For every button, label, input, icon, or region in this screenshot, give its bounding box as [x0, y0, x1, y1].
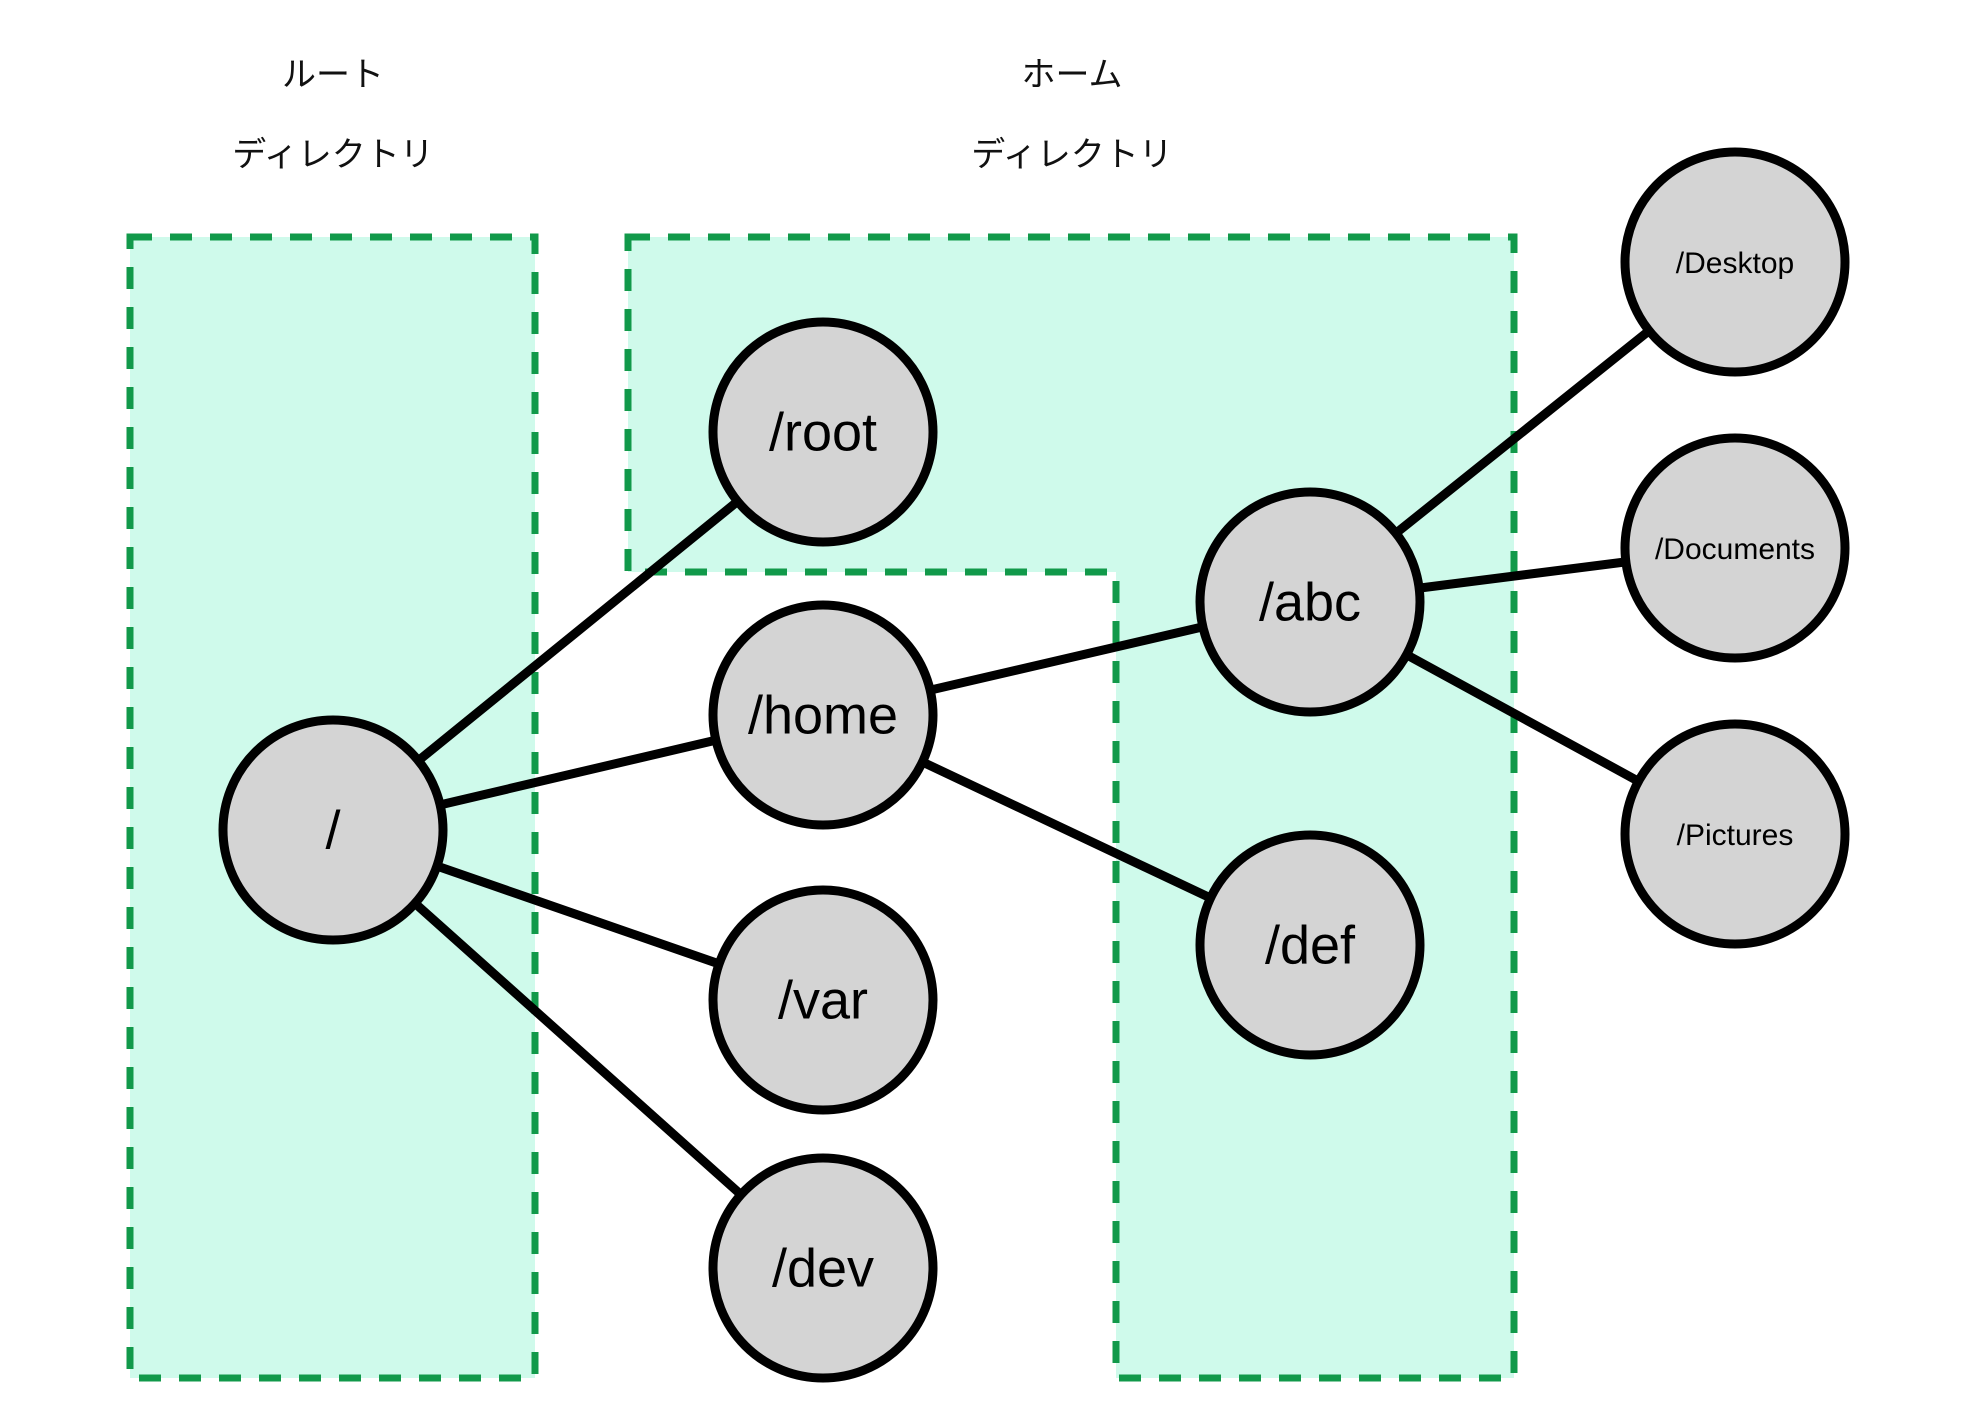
node-root[interactable]: / — [218, 715, 448, 945]
node-rootdir-label: /root — [769, 402, 877, 462]
node-def-label: /def — [1265, 915, 1356, 975]
node-root-circle[interactable] — [218, 715, 448, 945]
node-dev[interactable]: /dev — [708, 1153, 938, 1383]
node-pictures-label: /Pictures — [1677, 819, 1794, 852]
node-pictures[interactable]: /Pictures — [1620, 719, 1850, 949]
region-captions-layer: ルート ディレクトリ ホーム ディレクトリ — [232, 55, 1173, 175]
home-region-caption-line2: ディレクトリ — [971, 135, 1173, 175]
node-def[interactable]: /def — [1195, 830, 1425, 1060]
node-abc-circle[interactable] — [1195, 487, 1425, 717]
node-def-circle[interactable] — [1195, 830, 1425, 1060]
node-root-label: / — [325, 800, 340, 860]
node-desktop[interactable]: /Desktop — [1620, 147, 1850, 377]
node-desktop-label: /Desktop — [1676, 247, 1794, 280]
node-rootdir[interactable]: /root — [708, 317, 938, 547]
node-dev-label: /dev — [772, 1238, 874, 1298]
node-pictures-circle[interactable] — [1620, 719, 1850, 949]
node-home[interactable]: /home — [708, 600, 938, 830]
node-documents-circle[interactable] — [1620, 433, 1850, 663]
root-region-caption-line2: ディレクトリ — [232, 135, 434, 175]
home-region-caption-line1: ホーム — [1022, 55, 1123, 95]
node-home-circle[interactable] — [708, 600, 938, 830]
node-home-label: /home — [748, 685, 898, 745]
node-var[interactable]: /var — [708, 885, 938, 1115]
node-rootdir-circle[interactable] — [708, 317, 938, 547]
root-region-caption-line1: ルート — [282, 55, 384, 95]
node-documents-label: /Documents — [1655, 533, 1815, 566]
node-var-circle[interactable] — [708, 885, 938, 1115]
node-abc[interactable]: /abc — [1195, 487, 1425, 717]
nodes-layer: / /root /home /var /dev /abc — [218, 147, 1850, 1383]
node-documents[interactable]: /Documents — [1620, 433, 1850, 663]
node-dev-circle[interactable] — [708, 1153, 938, 1383]
node-var-label: /var — [778, 970, 868, 1030]
node-abc-label: /abc — [1259, 572, 1361, 632]
node-desktop-circle[interactable] — [1620, 147, 1850, 377]
